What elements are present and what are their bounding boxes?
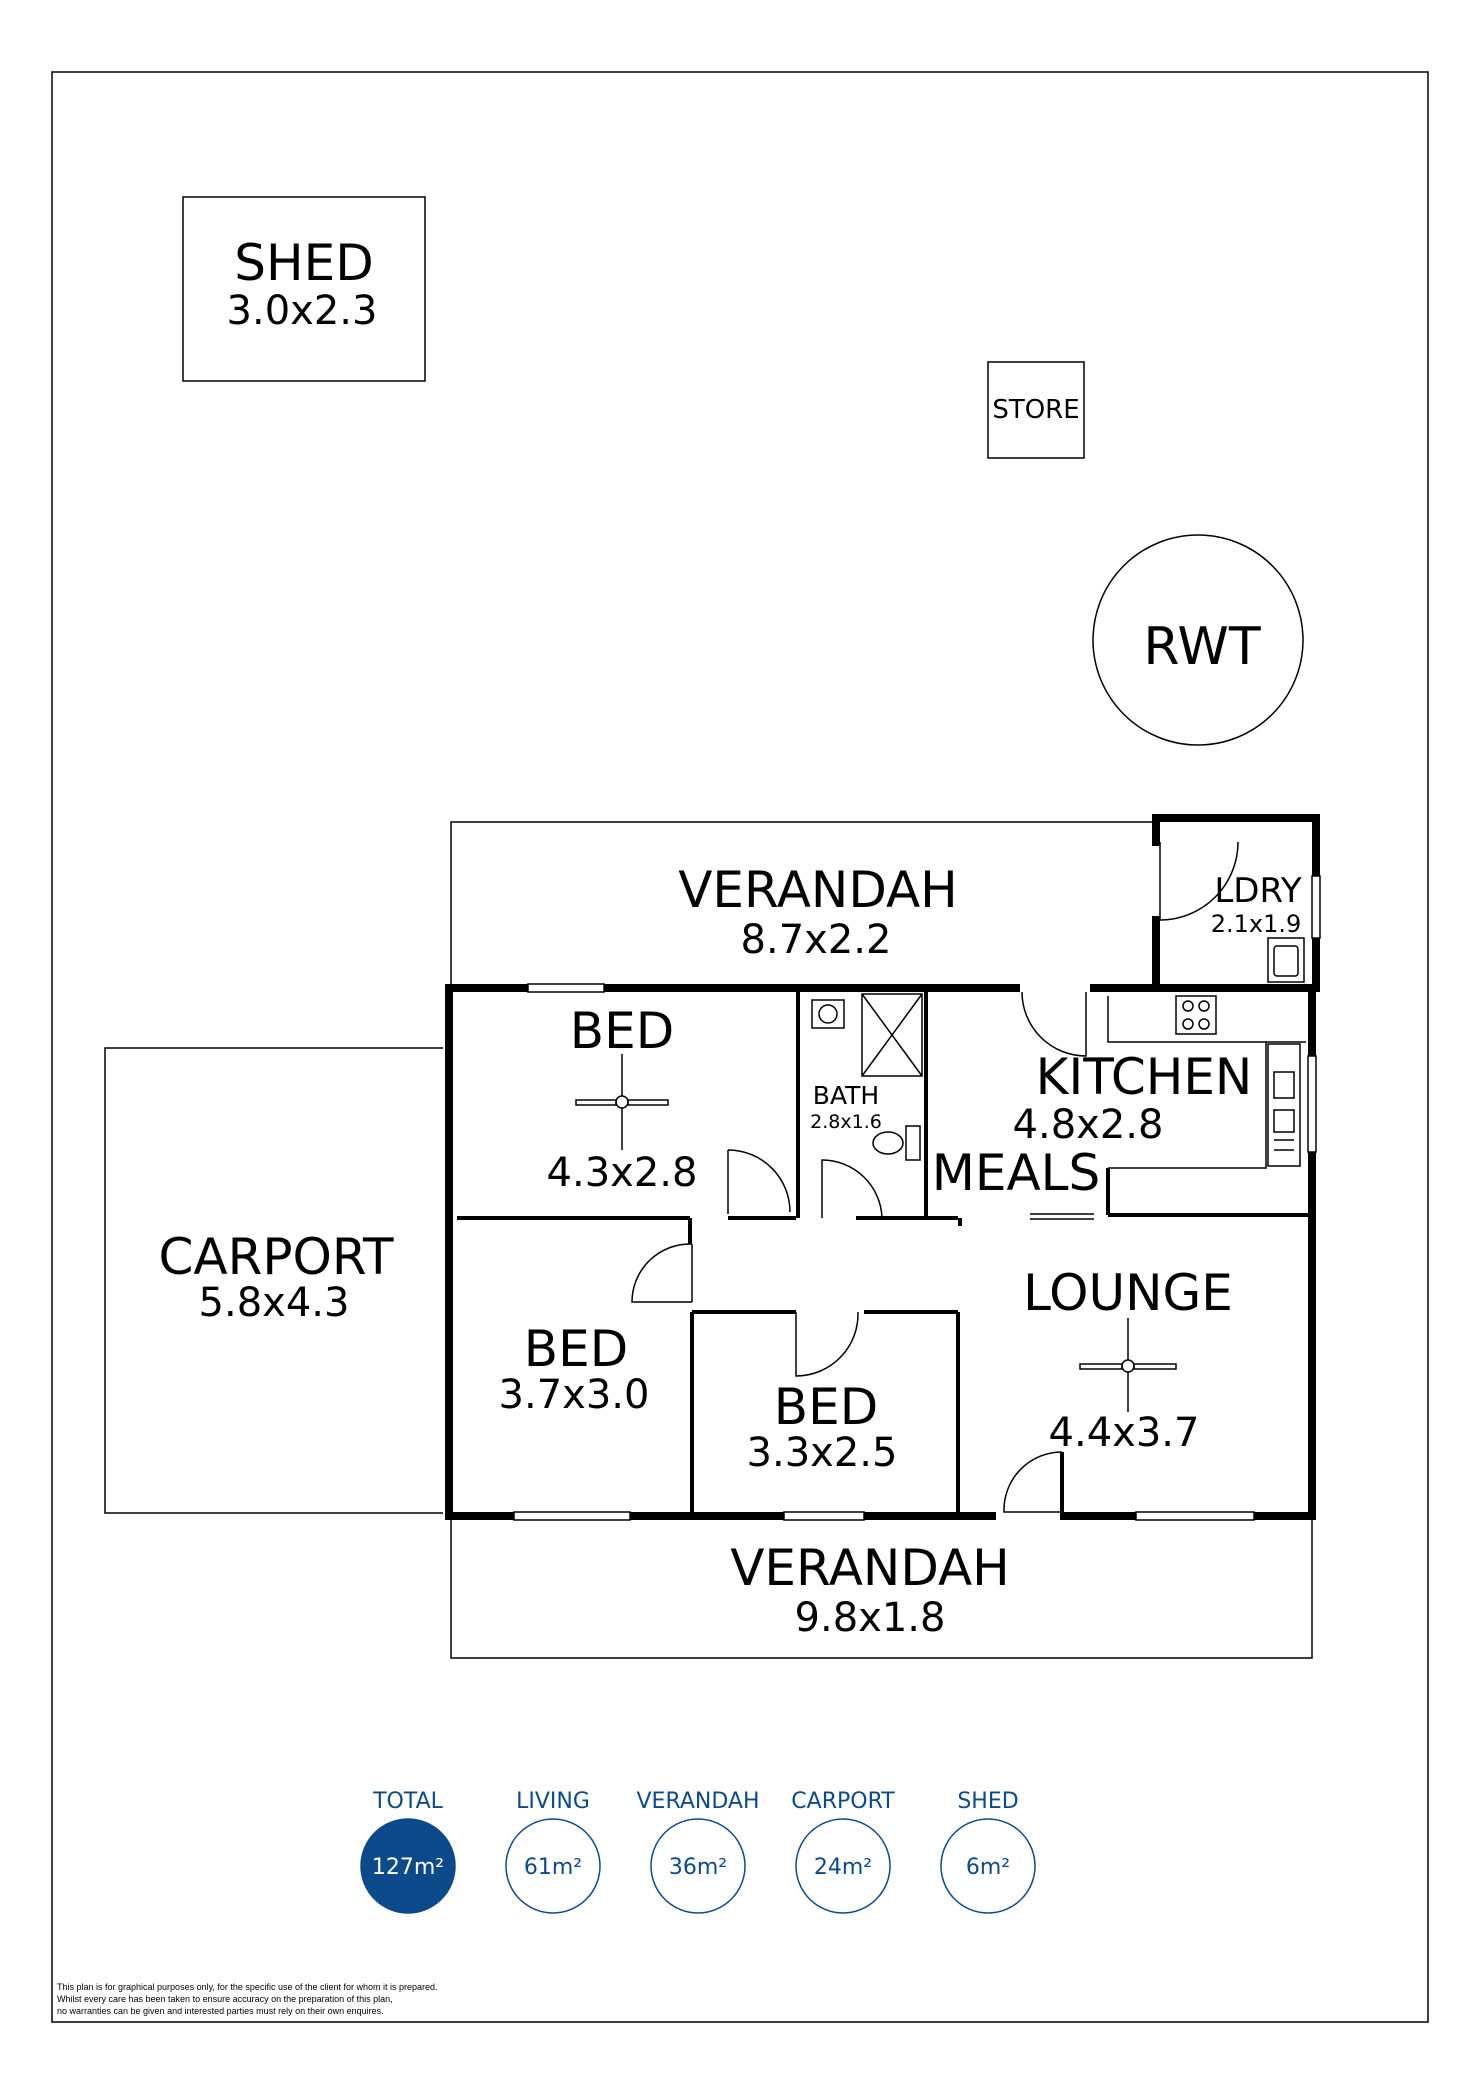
area-badge-shed [940,1818,1036,1914]
area-label-total: TOTAL [372,1789,444,1814]
kitchen-name: KITCHEN [1036,1048,1253,1106]
area-label-carport: CARPORT [791,1789,895,1814]
shed-name: SHED [234,234,373,292]
laundry-name: LDRY [1214,871,1302,911]
bed3-name: BED [774,1378,878,1436]
bed1-name: BED [570,1002,674,1060]
lounge-dims: 4.4x3.7 [1049,1410,1200,1456]
area-badge-verandah [650,1818,746,1914]
area-badge-living [505,1818,601,1914]
bath-name: BATH [813,1081,879,1110]
area-value-living: 61m² [524,1855,582,1880]
bath-dims: 2.8x1.6 [810,1111,882,1133]
disclaimer-line: This plan is for graphical purposes only… [57,1982,438,1992]
kitchen-benches [1107,995,1306,1169]
area-value-total: 127m² [372,1855,444,1880]
area-label-shed: SHED [957,1789,1018,1814]
verandah-front-name: VERANDAH [730,1539,1010,1597]
internal-walls [457,992,1308,1512]
lounge-name: LOUNGE [1023,1264,1233,1322]
property-boundary [51,71,1429,2023]
ceiling-fan-icon [1079,1318,1177,1412]
disclaimer: This plan is for graphical purposes only… [57,1981,617,2017]
area-value-carport: 24m² [814,1855,872,1880]
bed2-dims: 3.7x3.0 [499,1372,650,1418]
verandah-front-outline [450,1520,1313,1659]
area-label-verandah: VERANDAH [637,1789,760,1814]
rwt-name: RWT [1143,617,1260,677]
ceiling-fan-icon [575,1054,669,1150]
windows [513,875,1321,1521]
verandah-rear-outline [450,821,1153,988]
area-badge-carport [795,1818,891,1914]
carport-name: CARPORT [158,1228,393,1286]
area-summary: TOTAL 127m² LIVING 61m² VERANDAH 36m² CARPORT 2… [360,1789,1036,1914]
bed2-name: BED [524,1320,628,1378]
store-name: STORE [992,395,1079,425]
bath-fixtures [811,993,923,1161]
carport-dims: 5.8x4.3 [199,1280,350,1326]
laundry-tub [1267,937,1305,983]
meals-name: MEALS [932,1144,1101,1202]
shed-dims: 3.0x2.3 [227,288,378,334]
verandah-rear-name: VERANDAH [678,861,958,919]
verandah-front-dims: 9.8x1.8 [795,1595,946,1641]
area-value-shed: 6m² [966,1855,1010,1880]
area-badge-total [360,1818,456,1914]
shed-outline [182,196,426,382]
bed1-dims: 4.3x2.8 [547,1150,698,1196]
rainwater-tank [1092,534,1304,746]
disclaimer-line: Whilst every care has been taken to ensu… [57,1994,393,2004]
laundry-dims: 2.1x1.9 [1211,910,1302,938]
verandah-rear-dims: 8.7x2.2 [741,917,892,963]
doors [631,841,1239,1513]
area-value-verandah: 36m² [669,1855,727,1880]
bed3-dims: 3.3x2.5 [747,1430,898,1476]
carport-outline [104,1047,443,1514]
store-outline [987,361,1085,459]
area-label-living: LIVING [516,1789,590,1814]
kitchen-dims: 4.8x2.8 [1013,1102,1164,1148]
disclaimer-line: no warranties can be given and intereste… [57,2006,384,2016]
